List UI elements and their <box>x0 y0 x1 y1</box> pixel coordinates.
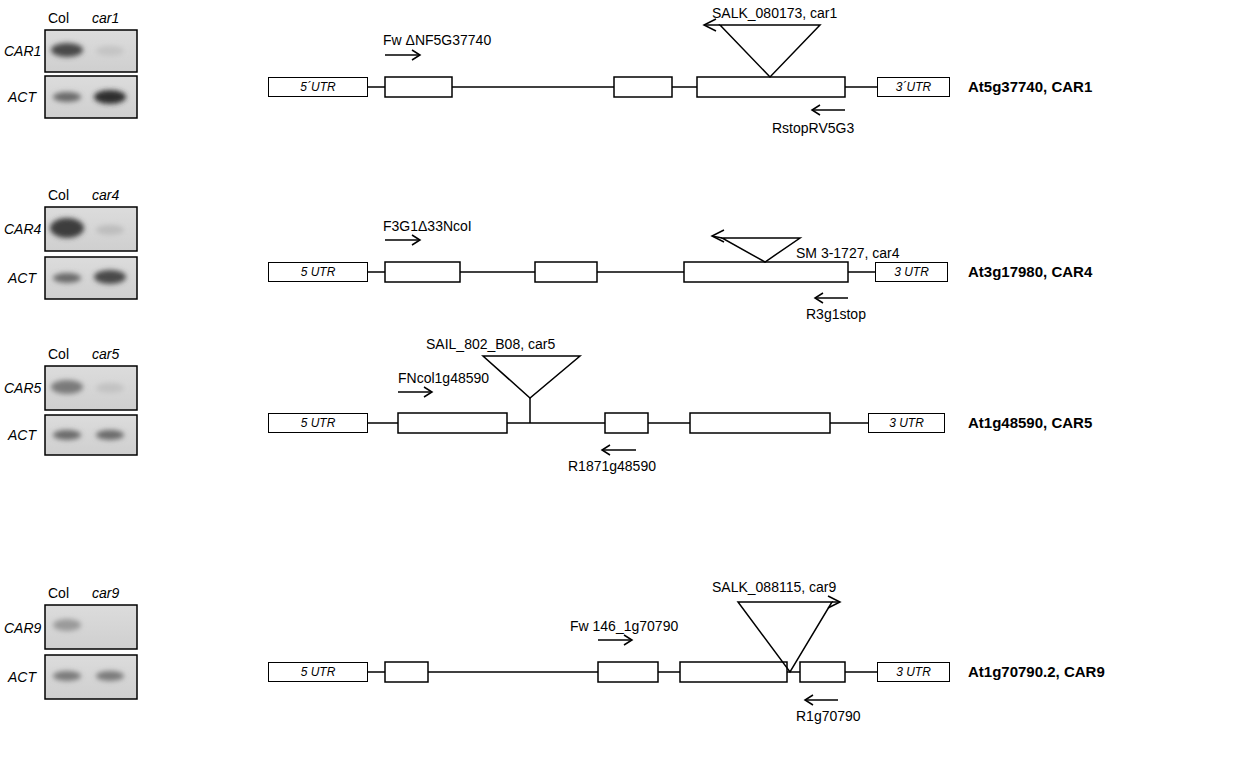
primer-label: FNcol1g48590 <box>398 370 489 386</box>
insertion-label: SM 3-1727, car4 <box>796 245 900 261</box>
utr-box: 3 UTR <box>877 662 950 682</box>
insertion-label: SAIL_802_B08, car5 <box>426 336 555 352</box>
lane-label: Col <box>48 187 69 203</box>
gene-structures <box>368 77 877 682</box>
lane-label: car5 <box>92 346 119 362</box>
utr-box: 3 UTR <box>875 262 948 282</box>
utr-box: 5 UTR <box>268 413 368 433</box>
primer-label: Fw 146_1g70790 <box>570 618 678 634</box>
primer-label: R3g1stop <box>806 306 866 322</box>
utr-box: 5 UTR <box>268 262 368 282</box>
utr-label: 3 UTR <box>889 416 924 430</box>
utr-label: 5´UTR <box>300 80 335 94</box>
primer-label: F3G1Δ33NcoI <box>383 218 472 234</box>
primer-arrows <box>385 50 848 705</box>
primer-label: R1g70790 <box>796 708 861 724</box>
locus-label: At3g17980, CAR4 <box>968 264 1092 280</box>
utr-box: 3´UTR <box>877 77 950 97</box>
utr-box: 3 UTR <box>868 413 945 433</box>
locus-label: At1g70790.2, CAR9 <box>968 664 1105 680</box>
primer-label: Fw ΔNF5G37740 <box>383 32 491 48</box>
utr-box: 5´UTR <box>268 77 368 97</box>
utr-label: 5 UTR <box>301 265 336 279</box>
gene-label: CAR5 <box>4 380 41 396</box>
utr-label: 5 UTR <box>301 416 336 430</box>
gene-label: CAR9 <box>4 620 41 636</box>
lane-label: Col <box>48 585 69 601</box>
control-label: ACT <box>8 669 36 685</box>
gene-label: CAR1 <box>4 43 41 59</box>
utr-label: 5 UTR <box>301 665 336 679</box>
control-label: ACT <box>8 427 36 443</box>
lane-label: car4 <box>92 187 119 203</box>
utr-label: 3´UTR <box>896 80 931 94</box>
utr-label: 3 UTR <box>896 665 931 679</box>
lane-label: car1 <box>92 10 119 26</box>
utr-box: 5 UTR <box>268 662 368 682</box>
gene-label: CAR4 <box>4 221 41 237</box>
primer-label: R1871g48590 <box>568 458 656 474</box>
control-label: ACT <box>8 89 36 105</box>
locus-label: At1g48590, CAR5 <box>968 415 1092 431</box>
primer-label: RstopRV5G3 <box>772 120 854 136</box>
lane-label: Col <box>48 346 69 362</box>
lane-label: Col <box>48 10 69 26</box>
control-label: ACT <box>8 270 36 286</box>
lane-label: car9 <box>92 585 119 601</box>
utr-label: 3 UTR <box>894 265 929 279</box>
gel-images <box>45 30 137 699</box>
locus-label: At5g37740, CAR1 <box>968 79 1092 95</box>
insertion-label: SALK_088115, car9 <box>712 579 836 595</box>
insertion-label: SALK_080173, car1 <box>712 5 837 21</box>
